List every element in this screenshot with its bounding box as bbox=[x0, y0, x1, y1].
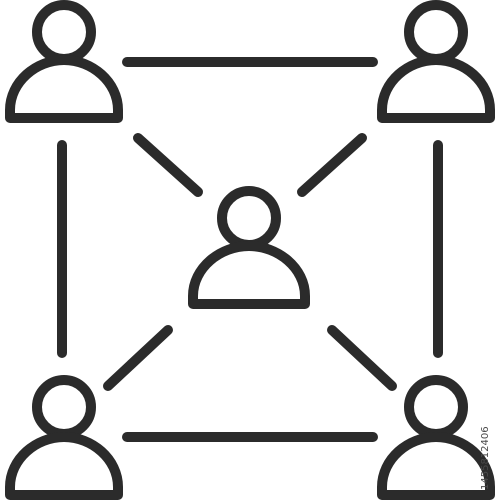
person-icon-top-left bbox=[5, 0, 123, 123]
connector-diagonal-bottom-right bbox=[327, 325, 397, 391]
stock-id-watermark: 1455812406 bbox=[480, 426, 491, 490]
person-icon-bottom-right bbox=[377, 375, 495, 500]
person-icon-top-right bbox=[377, 0, 495, 123]
person-icon-center bbox=[188, 186, 310, 309]
person-icon-bottom-left bbox=[5, 375, 123, 500]
connector-diagonal-top-right bbox=[297, 133, 367, 197]
connector-diagonal-top-left bbox=[133, 133, 203, 197]
connector-diagonal-bottom-left bbox=[103, 325, 173, 391]
